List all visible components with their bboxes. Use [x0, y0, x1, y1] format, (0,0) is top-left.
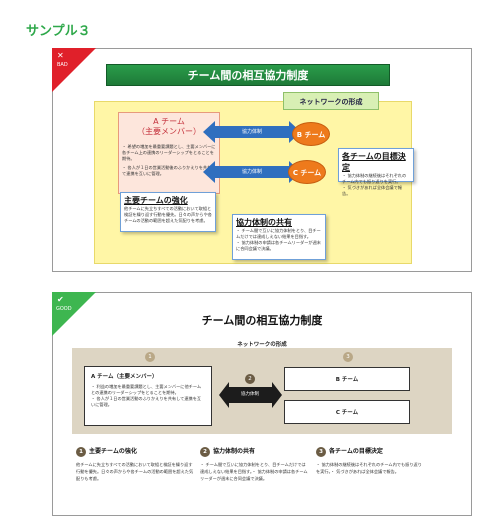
bad-callout-goals: 各チームの目標決定 ・ 協力体制の継続後はそれぞれのチーム内でも振り返りを実行。… [338, 148, 414, 196]
good-team-c-box: C チーム [284, 400, 410, 424]
bad-team-a-title-line1: A チーム [153, 117, 185, 126]
bad-callout-share: 協力体制の共有 ・ チーム間で互いに協力体制をとり、目チームだけでは達成しえない… [232, 214, 326, 260]
bad-callout-main-title: 主要チームの強化 [124, 196, 188, 205]
bad-callout-share-bullet: ・ 協力体制の申請は各チームリーダーが週末に合同会議で決議。 [236, 240, 321, 251]
good-column-1-text: 他チームに先立ちすべての活動において取組と検証を繰り返す行動を優先。日々の声から… [76, 462, 194, 481]
bad-callout-share-title: 協力体制の共有 [236, 218, 292, 227]
bad-team-a-title-line2: （主要メンバー） [137, 127, 201, 136]
bad-team-a-bullets: ・ 希望の増加を最重要課題とし、主要メンバーに各チーム上の連携のリーダーシップを… [122, 144, 218, 177]
bad-team-c-circle: C チーム [288, 160, 326, 184]
number-3-icon: 3 [343, 352, 353, 362]
bad-ribbon [52, 48, 96, 92]
good-team-a-box: A チーム（主要メンバー） ・ 利益の増加を最重要課題とし、主要メンバーに他チー… [84, 366, 212, 426]
bad-arrow-2: 協力体制 [213, 166, 291, 178]
good-title: チーム間の相互協力制度 [201, 314, 323, 327]
bad-callout-main-team: 主要チームの強化 他チームに先立ちすべての活動において取組と検証を繰り返す行動を… [120, 192, 216, 232]
bad-title: チーム間の相互協力制度 [106, 64, 390, 86]
bad-team-a-bullet: ・ 希望の増加を最重要課題とし、主要メンバーに各チーム上の連携のリーダーシップを… [122, 144, 216, 161]
bad-callout-goals-title: 各チームの目標決定 [342, 152, 406, 172]
check-icon: ✔ [57, 295, 64, 304]
good-team-a-title: A チーム（主要メンバー） [91, 374, 158, 380]
arrow-right-icon [272, 382, 282, 408]
bad-callout-share-bullet: ・ チーム間で互いに協力体制をとり、目チームだけでは達成しえない結果を目指す。 [236, 228, 321, 239]
arrow-left-icon [219, 382, 229, 408]
good-arrow: 協力体制 [228, 387, 272, 403]
good-label: GOOD [56, 306, 72, 312]
arrow-left-icon [203, 161, 215, 183]
good-column-2-title: 協力体制の共有 [213, 448, 256, 455]
bad-team-b-circle: B チーム [292, 122, 330, 146]
number-2-icon: 2 [245, 374, 255, 384]
good-column-2-text: ・ チーム間で互いに協力体制をとり、目チームだけでは達成しえない結果を目指す。・… [200, 462, 308, 481]
bad-callout-goals-bullet: ・ 気づきがあれば全体会議で報告。 [342, 185, 402, 196]
good-column-3-title: 各チームの目標決定 [329, 448, 383, 455]
good-ribbon [52, 292, 96, 336]
good-column-3-text: ・ 協力体制の継続後はそれぞれのチーム内でも振り返りを実行。・ 気づきがあれば全… [316, 462, 422, 474]
good-column-1-title: 主要チームの強化 [89, 448, 137, 455]
number-2-icon: 2 [200, 447, 210, 457]
good-team-a-bullet: ・ 各人が１日の営業活動のふりかえりを共有して連携を互いに管理。 [91, 396, 202, 407]
arrow-left-icon [203, 121, 215, 143]
bad-network-label: ネットワークの形成 [283, 92, 379, 110]
number-3-icon: 3 [316, 447, 326, 457]
number-1-icon: 1 [76, 447, 86, 457]
good-team-a-bullet: ・ 利益の増加を最重要課題とし、主要メンバーに他チームとの連携のリーダーシップを… [91, 384, 202, 395]
page-title: サンプル３ [26, 24, 91, 39]
bad-callout-main-text: 他チームに先立ちすべての活動において取組と検証を繰り返す行動を優先。日々の声から… [124, 206, 212, 223]
bad-team-a-title: A チーム （主要メンバー） [118, 117, 220, 137]
bad-team-a-bullet: ・ 各人が１日の営業活動後のふりかえりを共有して連携を互いに管理。 [122, 165, 216, 176]
bad-callout-goals-bullet: ・ 協力体制の継続後はそれぞれのチーム内でも振り返りを実行。 [342, 173, 407, 184]
good-team-b-box: B チーム [284, 367, 410, 391]
close-icon: ✕ [57, 51, 64, 60]
bad-label: BAD [57, 62, 68, 68]
number-1-icon: 1 [145, 352, 155, 362]
good-network-label: ネットワークの形成 [237, 342, 287, 348]
bad-arrow-1: 協力体制 [213, 126, 291, 138]
